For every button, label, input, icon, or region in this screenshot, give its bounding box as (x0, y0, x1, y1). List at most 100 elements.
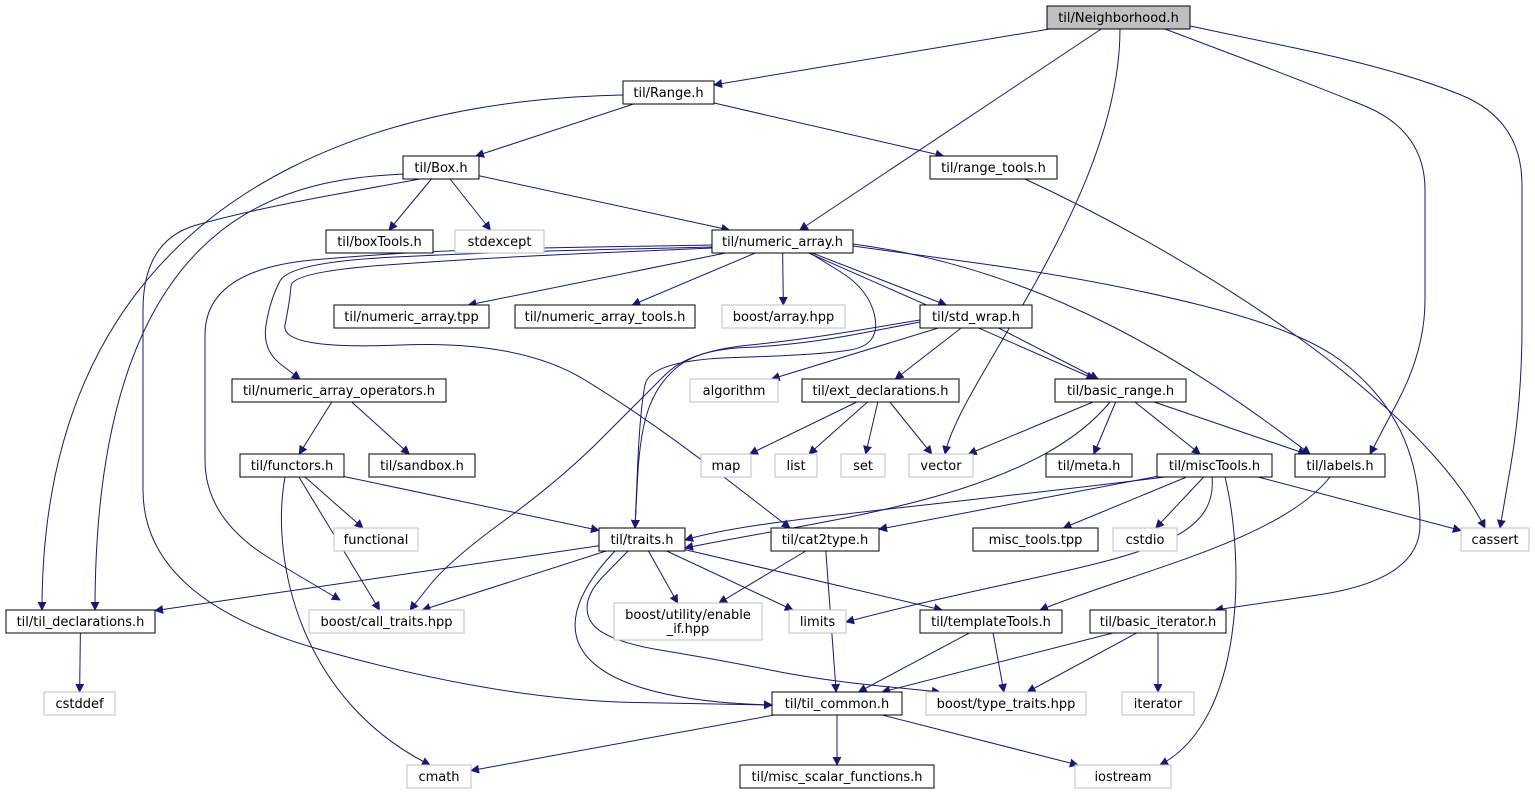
node-til-declarations[interactable]: til/til_declarations.h (5, 609, 156, 634)
node-box (1294, 453, 1386, 478)
node-list[interactable]: list (774, 453, 818, 478)
node-box (801, 378, 960, 403)
node-traits[interactable]: til/traits.h (598, 527, 686, 552)
node-label: til/meta.h (1058, 459, 1121, 474)
edge-std_wrap-to-ext_declarations (894, 327, 962, 380)
edge-numeric_array-to-labels (852, 243, 1311, 455)
node-numeric-array[interactable]: til/numeric_array.h (711, 229, 854, 254)
node-basic-range[interactable]: til/basic_range.h (1054, 378, 1187, 403)
edge-range-to-box (475, 103, 634, 158)
node-meta[interactable]: til/meta.h (1045, 453, 1133, 478)
edge-traits-to-boost_call_traits (421, 550, 607, 612)
node-range-tools[interactable]: til/range_tools.h (929, 155, 1058, 180)
edge-functors-to-traits (343, 476, 600, 534)
edge-til_declarations-to-cstddef (75, 632, 85, 693)
node-std-wrap[interactable]: til/std_wrap.h (919, 304, 1033, 329)
node-label: list (786, 459, 805, 474)
node-box (711, 229, 854, 254)
node-numeric-array-operators[interactable]: til/numeric_array_operators.h (231, 378, 447, 403)
node-label: til/boxTools.h (337, 235, 422, 250)
edge-ext_declarations-to-vector (889, 401, 933, 455)
node-sandbox[interactable]: til/sandbox.h (368, 453, 476, 478)
node-range[interactable]: til/Range.h (622, 80, 715, 105)
edge-labels-to-templatetools (1039, 476, 1331, 612)
edge-numeric_array_operators-to-functors (298, 401, 333, 455)
edge-misctools-to-limits (845, 476, 1213, 625)
edge-std_wrap-to-traits (630, 319, 921, 529)
edge-std_wrap-to-boost_call_traits (409, 321, 921, 611)
node-templatetools[interactable]: til/templateTools.h (919, 609, 1063, 634)
node-box (598, 527, 686, 552)
edge-functors-to-cmath (280, 476, 431, 766)
node-label: cstddef (55, 697, 104, 712)
node-til-common[interactable]: til/til_common.h (771, 691, 903, 716)
node-misctools[interactable]: til/miscTools.h (1156, 453, 1273, 478)
node-boost-call-traits[interactable]: boost/call_traits.hpp (308, 609, 465, 634)
edge-box-to-stdexcept (449, 178, 491, 231)
node-label: til/sandbox.h (380, 459, 464, 474)
node-label: boost/array.hpp (733, 310, 835, 325)
node-cstddef[interactable]: cstddef (43, 691, 116, 716)
node-cat2type[interactable]: til/cat2type.h (770, 527, 880, 552)
node-label: cassert (1471, 533, 1518, 548)
node-box (333, 304, 490, 329)
node-map[interactable]: map (700, 453, 752, 478)
node-ext-declarations[interactable]: til/ext_declarations.h (801, 378, 960, 403)
node-label: til/cat2type.h (782, 533, 869, 548)
node-vector[interactable]: vector (908, 453, 974, 478)
node-enable-if[interactable]: boost/utility/enable_if.hpp (613, 602, 763, 641)
node-stdexcept[interactable]: stdexcept (454, 229, 545, 254)
edge-functors-to-functional (304, 476, 364, 529)
node-label: boost/call_traits.hpp (320, 615, 452, 630)
node-box (919, 304, 1033, 329)
node-labels[interactable]: til/labels.h (1294, 453, 1386, 478)
edge-basic_iterator-to-til_common (881, 632, 1114, 695)
node-neighborhood[interactable]: til/Neighborhood.h (1046, 5, 1191, 30)
node-functors[interactable]: til/functors.h (239, 453, 345, 478)
node-box (1046, 5, 1191, 30)
node-numeric-array-tools[interactable]: til/numeric_array_tools.h (514, 304, 696, 329)
node-box (1054, 378, 1187, 403)
node-box (402, 155, 480, 180)
node-boxtools[interactable]: til/boxTools.h (325, 229, 434, 254)
node-functional[interactable]: functional (333, 527, 419, 552)
edge-misctools-to-cassert (1257, 476, 1462, 533)
node-label: til/traits.h (611, 533, 674, 548)
node-cmath[interactable]: cmath (406, 764, 472, 789)
node-box (613, 602, 763, 641)
node-label: misc_tools.tpp (989, 533, 1083, 548)
edge-neighborhood-to-numeric_array (799, 28, 1102, 231)
node-set[interactable]: set (840, 453, 886, 478)
edge-traits-to-templatetools (684, 549, 943, 613)
node-label: til/labels.h (1306, 459, 1373, 474)
edge-numeric_array-to-numeric_array_operators (264, 246, 713, 380)
node-misc-tools-tpp[interactable]: misc_tools.tpp (972, 527, 1099, 552)
edge-misctools-to-traits (684, 476, 1166, 542)
edge-neighborhood-to-vector (942, 28, 1121, 455)
edge-ext_declarations-to-map (748, 401, 858, 455)
node-boost-type-traits[interactable]: boost/type_traits.hpp (925, 691, 1087, 716)
node-box (908, 453, 974, 478)
node-boost-array[interactable]: boost/array.hpp (721, 304, 846, 329)
node-box[interactable]: til/Box.h (402, 155, 480, 180)
node-iostream[interactable]: iostream (1074, 764, 1172, 789)
node-misc-scalar-functions[interactable]: til/misc_scalar_functions.h (739, 764, 935, 789)
node-label: til/numeric_array.tpp (344, 310, 478, 325)
node-basic-iterator[interactable]: til/basic_iterator.h (1089, 609, 1227, 634)
node-cassert[interactable]: cassert (1460, 527, 1530, 552)
node-algorithm[interactable]: algorithm (689, 378, 779, 403)
edge-ext_declarations-to-set (863, 401, 879, 455)
edge-basic_range-to-misctools (1134, 401, 1201, 455)
node-label: til/Range.h (633, 86, 703, 101)
node-limits[interactable]: limits (788, 609, 847, 634)
node-iterator[interactable]: iterator (1121, 691, 1195, 716)
edge-numeric_array_operators-to-sandbox (351, 401, 410, 455)
edge-numeric_array-to-numeric_array_tools (631, 252, 756, 306)
node-box (368, 453, 476, 478)
node-numeric-array-tpp[interactable]: til/numeric_array.tpp (333, 304, 490, 329)
node-cstdio[interactable]: cstdio (1112, 527, 1178, 552)
edge-neighborhood-to-cassert (1189, 25, 1523, 529)
edge-neighborhood-to-range (713, 28, 1050, 89)
node-box (739, 764, 935, 789)
edge-til_common-to-iostream (881, 714, 1079, 768)
